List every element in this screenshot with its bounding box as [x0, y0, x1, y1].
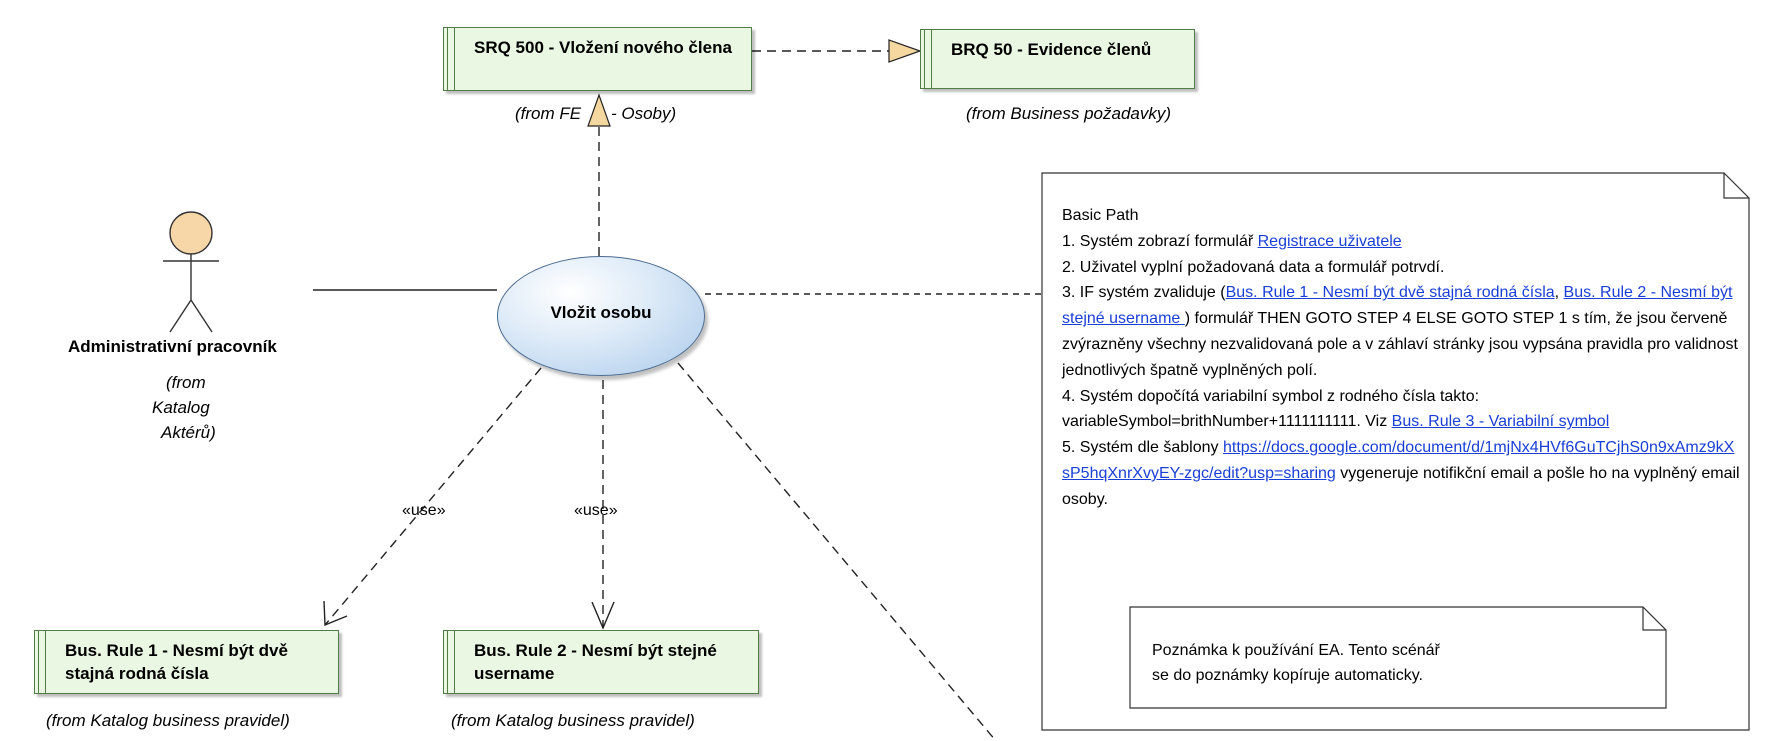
- requirement-from-rest: - Osoby): [611, 104, 677, 123]
- requirement-title: BRQ 50 - Evidence členů: [951, 40, 1152, 59]
- realization-uc-srq-arrowhead: [587, 93, 611, 127]
- usecase-label: Vložit osobu: [550, 303, 652, 322]
- note-step-5-suffix: vygeneruje notifikční email a pošle ho n…: [1062, 464, 1740, 508]
- use-stereotype-1: «use»: [402, 502, 446, 519]
- note-heading: Basic Path: [1062, 207, 1139, 224]
- realization-srq-brq-arrowhead: [888, 39, 922, 63]
- actor-from-line1: (from: [166, 373, 206, 392]
- requirement-from: (from Katalog business pravidel): [46, 711, 290, 730]
- usecase-vlozit-osobu[interactable]: Vložit osobu: [497, 256, 705, 376]
- requirement-from: (from Katalog business pravidel): [451, 711, 695, 730]
- requirement-title: Bus. Rule 2 - Nesmí být stejné username: [474, 641, 717, 683]
- note-link-rule1[interactable]: Bus. Rule 1 - Nesmí být dvě stajná rodná…: [1225, 284, 1555, 302]
- note-step-4: 4. Systém dopočítá variabilní symbol z r…: [1062, 384, 1742, 436]
- requirement-srq500[interactable]: SRQ 500 - Vložení nového člena: [443, 27, 752, 91]
- note-step-3-prefix: 3. IF systém zvaliduje (: [1062, 284, 1226, 302]
- note-step-3-suffix: ) formulář THEN GOTO STEP 4 ELSE GOTO ST…: [1062, 310, 1738, 379]
- actor-label[interactable]: Administrativní pracovník: [68, 337, 277, 356]
- actor-leg-right: [190, 299, 213, 333]
- use-stereotype-2: «use»: [574, 502, 618, 519]
- note-step-5: 5. Systém dle šablony https://docs.googl…: [1062, 435, 1742, 512]
- note-step-1-text: 1. Systém zobrazí formulář: [1062, 232, 1258, 250]
- requirement-bar: [35, 631, 46, 693]
- use-rule1-line: [324, 367, 542, 626]
- requirement-bar: [444, 28, 455, 90]
- use-rule1-arrowhead: [323, 600, 348, 627]
- note-link-registrace[interactable]: Registrace uživatele: [1257, 232, 1402, 250]
- note2-shape: [1129, 606, 1667, 709]
- requirement-title: Bus. Rule 1 - Nesmí být dvě stajná rodná…: [65, 641, 288, 683]
- actor-from-line2: Katalog: [152, 398, 210, 417]
- note-shape: [1041, 172, 1750, 731]
- requirement-title: SRQ 500 - Vložení nového člena: [474, 38, 732, 57]
- note-step-2: 2. Uživatel vyplní požadovaná data a for…: [1062, 258, 1445, 276]
- requirement-rule1[interactable]: Bus. Rule 1 - Nesmí být dvě stajná rodná…: [34, 630, 339, 694]
- requirement-rule2[interactable]: Bus. Rule 2 - Nesmí být stejné username: [443, 630, 759, 694]
- actor-leg-left: [169, 299, 192, 333]
- requirement-brq50[interactable]: BRQ 50 - Evidence členů: [920, 29, 1195, 89]
- note-link-rule2[interactable]: Bus. Rule 2 - Nesmí být stejné username: [1062, 284, 1733, 328]
- dependency-line: [677, 362, 997, 741]
- note-step-3: 3. IF systém zvaliduje (Bus. Rule 1 - Ne…: [1062, 280, 1742, 383]
- requirement-from: (from Business požadavky): [966, 104, 1172, 123]
- note-link-rule3[interactable]: Bus. Rule 3 - Variabilní symbol: [1391, 413, 1610, 431]
- note-link-template[interactable]: https://docs.google.com/document/d/1mjNx…: [1062, 439, 1735, 482]
- note2-fold: [1642, 607, 1666, 631]
- note-text: Basic Path 1. Systém zobrazí formulář Re…: [1062, 203, 1742, 513]
- requirement-from: (from FE: [515, 104, 582, 123]
- requirement-bar: [444, 631, 455, 693]
- actor-from: (from Katalog Aktérů): [152, 370, 232, 445]
- note-step-4-text: 4. Systém dopočítá variabilní symbol z r…: [1062, 387, 1480, 431]
- note-fold: [1723, 173, 1749, 199]
- use-rule2-arrowhead: [591, 601, 615, 630]
- actor-from-line3: Aktérů): [161, 423, 216, 442]
- actor-head: [169, 211, 213, 255]
- note2-text: Poznámka k používání EA. Tento scénář se…: [1152, 642, 1440, 684]
- note-step-5-text: 5. Systém dle šablony: [1062, 439, 1223, 457]
- requirement-bar: [921, 30, 932, 88]
- note-step-3-sep: ,: [1554, 284, 1564, 302]
- note-step-1: 1. Systém zobrazí formulář Registrace už…: [1062, 229, 1742, 255]
